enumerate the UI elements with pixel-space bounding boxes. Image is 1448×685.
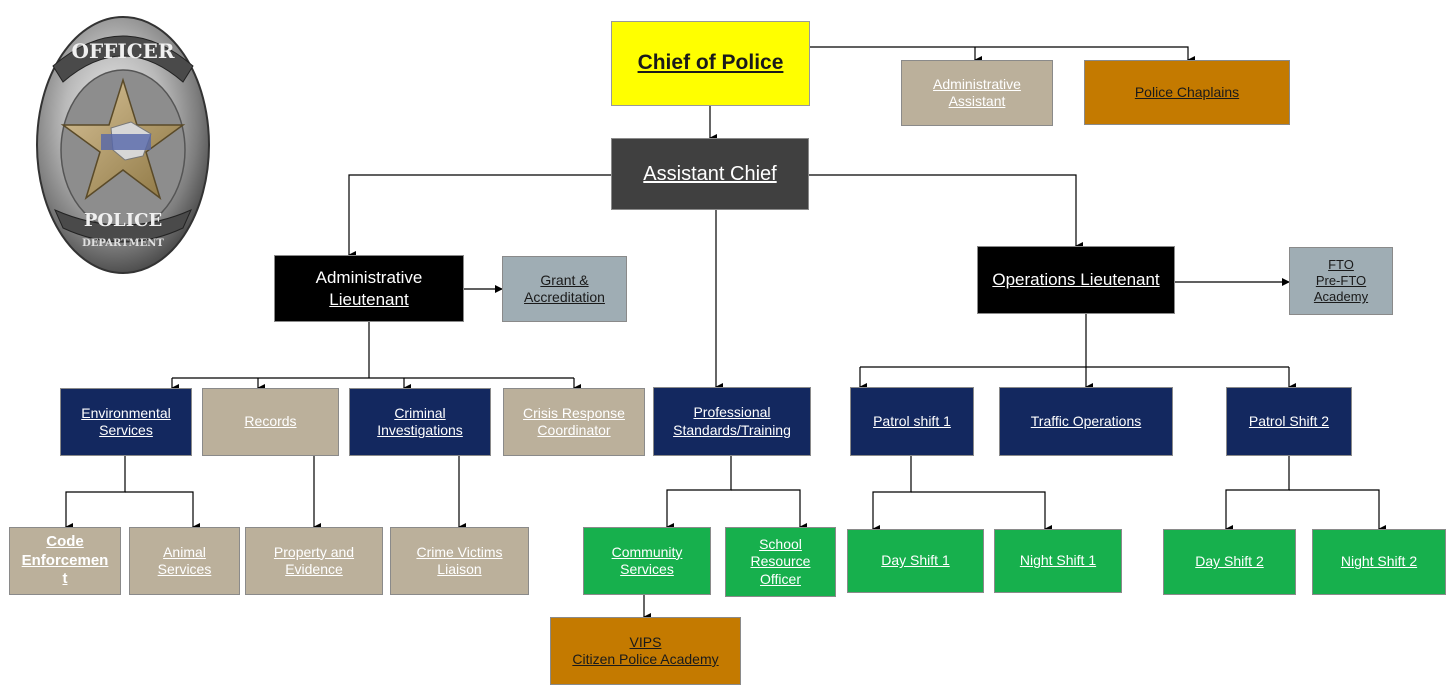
pst-line2: Standards/Training — [673, 421, 791, 438]
records-box: Records — [202, 388, 339, 456]
admin-lt-line1: Administrative — [315, 268, 423, 288]
traffic-label: Traffic Operations — [1030, 412, 1142, 429]
property-line1: Property and — [273, 543, 355, 560]
police-chaplains-box: Police Chaplains — [1084, 60, 1290, 125]
crisis-line1: Crisis Response — [523, 404, 625, 421]
pst-line1: Professional — [693, 404, 771, 420]
ops-lt-word1: Operations — [992, 270, 1076, 290]
patrol1-label: Patrol shift 1 — [873, 412, 951, 429]
chief-of-police-box: Chief of Police — [611, 21, 810, 106]
badge-text-middle: POLICE — [84, 210, 162, 231]
traffic-operations-box: Traffic Operations — [999, 387, 1173, 456]
grant-accreditation-box: Grant &Accreditation — [502, 256, 627, 322]
day2-label: Day Shift 2 — [1195, 553, 1264, 570]
victims-line2: Liaison — [437, 561, 482, 577]
sro-line3: Officer — [760, 570, 801, 587]
night2-label: Night Shift 2 — [1340, 553, 1418, 570]
grant-line2: Accreditation — [524, 289, 605, 305]
operations-lieutenant-box: Operations Lieutenant — [977, 246, 1175, 314]
patrol2-label: Patrol Shift 2 — [1248, 412, 1330, 429]
ops-lt-label: Operations Lieutenant — [992, 269, 1159, 290]
night-shift-1-box: Night Shift 1 — [994, 529, 1122, 593]
env-line2: Services — [99, 422, 153, 438]
grant-line1: Grant & — [540, 271, 589, 288]
night1-label: Night Shift 1 — [1019, 552, 1097, 569]
chief-label: Chief of Police — [637, 51, 784, 75]
fto-line2: Pre-FTO — [1315, 272, 1367, 288]
cid-line1: Criminal — [394, 404, 446, 421]
ops-lt-word2: Lieutenant — [1080, 270, 1160, 290]
code-line3: t — [62, 570, 68, 588]
admin-assistant-line2: Assistant — [948, 93, 1006, 109]
vips-line2: Citizen Police Academy — [572, 651, 719, 667]
badge-text-top: OFFICER — [72, 39, 175, 63]
property-line2: Evidence — [285, 561, 343, 577]
fto-line3: Academy — [1313, 289, 1369, 305]
patrol-shift-1-box: Patrol shift 1 — [850, 387, 974, 456]
community-line1: Community — [611, 543, 683, 560]
sro-line1: School — [759, 535, 802, 552]
code-line2: Enforcemen — [21, 551, 109, 569]
animal-line1: Animal — [163, 543, 206, 560]
vips-line1: VIPS — [629, 633, 662, 650]
cid-line2: Investigations — [377, 422, 463, 438]
animal-line2: Services — [157, 561, 212, 577]
env-line1: Environmental — [81, 404, 171, 421]
code-line1: Code — [46, 532, 84, 550]
assistant-chief-box: Assistant Chief — [611, 138, 809, 210]
community-line2: Services — [620, 561, 674, 577]
badge-text-bottom: DEPARTMENT — [82, 238, 164, 249]
assistant-chief-label: Assistant Chief — [643, 162, 777, 185]
victims-line1: Crime Victims — [416, 543, 503, 560]
day-shift-2-box: Day Shift 2 — [1163, 529, 1296, 595]
admin-assistant-line1: Administrative — [933, 75, 1021, 92]
records-label: Records — [244, 413, 297, 430]
fto-line1: FTO — [1328, 256, 1354, 272]
police-badge-logo: OFFICER POLICE DEPARTMENT — [36, 16, 210, 274]
patrol-shift-2-box: Patrol Shift 2 — [1226, 387, 1352, 456]
night-shift-2-box: Night Shift 2 — [1312, 529, 1446, 595]
day1-label: Day Shift 1 — [881, 552, 950, 569]
crisis-line2: Coordinator — [537, 422, 611, 438]
admin-lt-line2: Lieutenant — [329, 289, 409, 309]
day-shift-1-box: Day Shift 1 — [847, 529, 984, 593]
sro-line2: Resource — [750, 553, 811, 570]
chaplains-label: Police Chaplains — [1134, 83, 1240, 100]
